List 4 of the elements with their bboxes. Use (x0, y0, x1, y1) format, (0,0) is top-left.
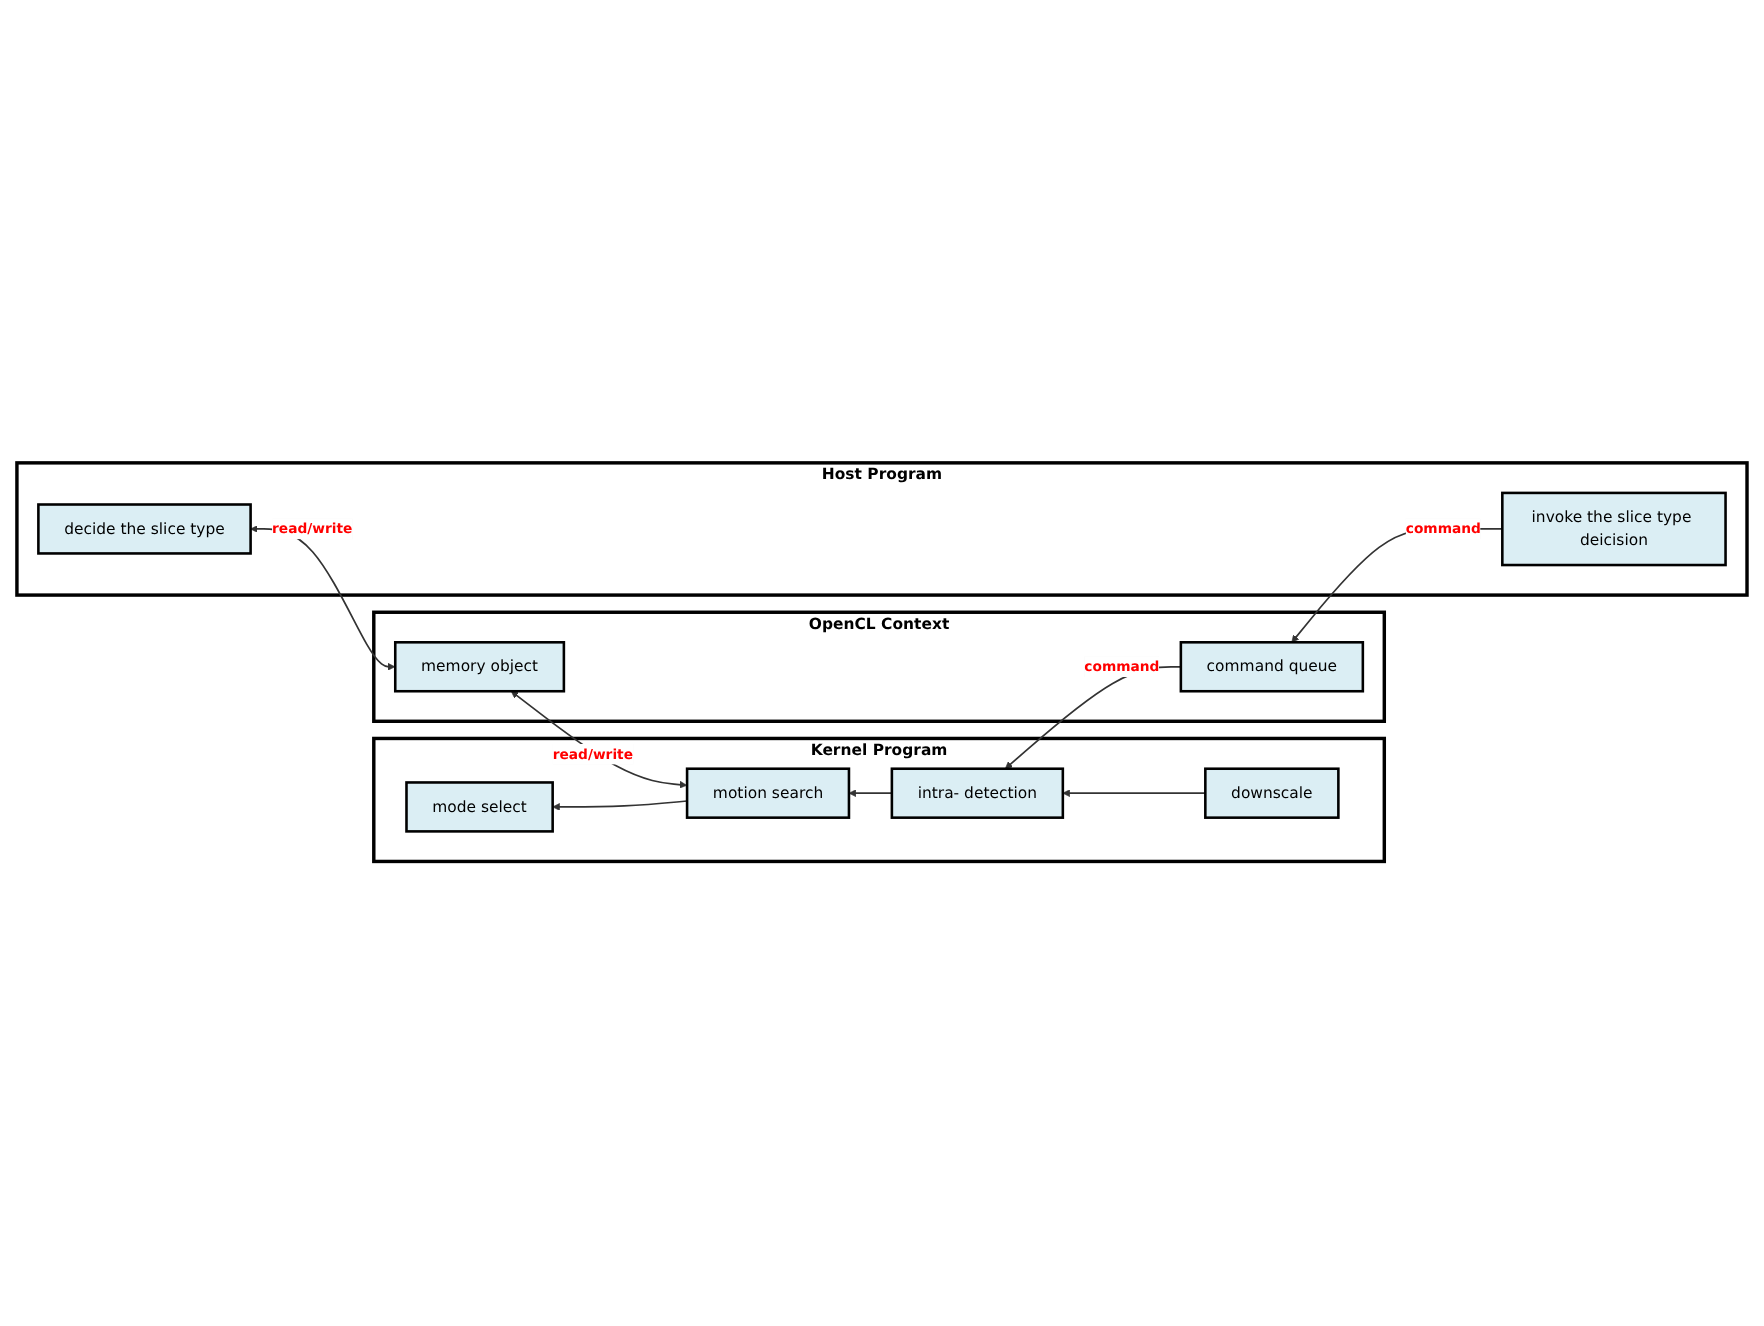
arrow (552, 800, 688, 812)
arrow (1062, 790, 1207, 798)
arrow (510, 691, 688, 790)
arrow (848, 790, 893, 798)
